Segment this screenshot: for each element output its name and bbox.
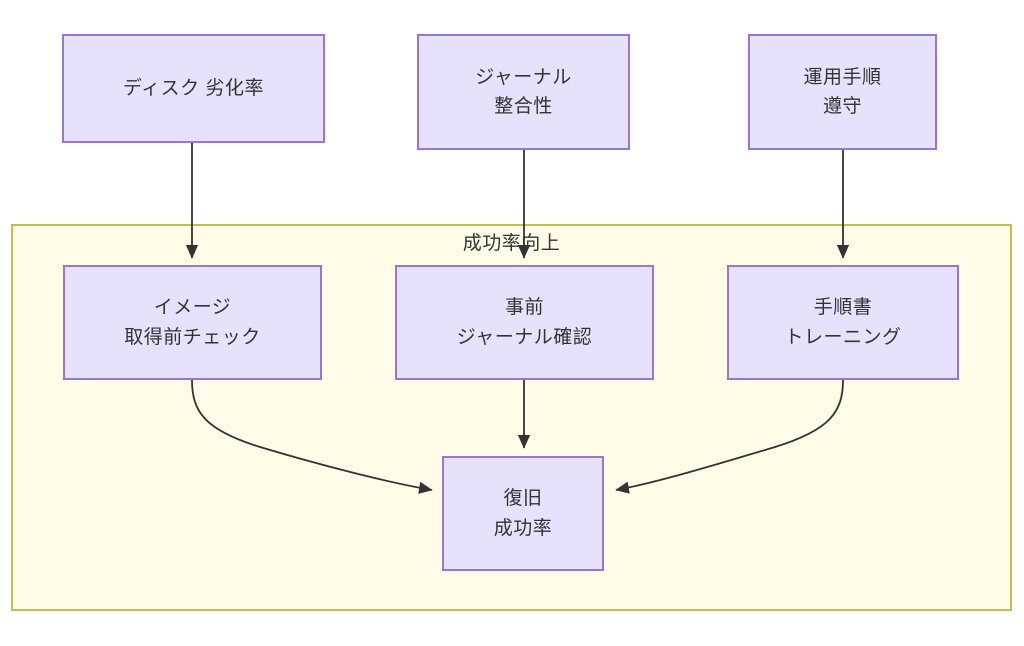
node-recovery-success-rate[interactable]: 復旧 成功率 — [442, 456, 604, 571]
node-label-line: ディスク 劣化率 — [123, 77, 264, 99]
node-label-line: 取得前チェック — [124, 326, 261, 348]
node-label-line: ジャーナル確認 — [456, 326, 593, 348]
node-procedure-manual-training[interactable]: 手順書 トレーニング — [727, 265, 959, 380]
node-pre-journal-verification[interactable]: 事前 ジャーナル確認 — [395, 265, 654, 380]
node-label-line: 復旧 — [503, 488, 543, 510]
node-operational-procedure-compliance[interactable]: 運用手順 遵守 — [748, 34, 937, 150]
node-image-precheck[interactable]: イメージ 取得前チェック — [63, 265, 322, 380]
node-label-line: 遵守 — [822, 96, 862, 117]
node-label-line: 手順書 — [813, 297, 873, 319]
node-journal-consistency[interactable]: ジャーナル 整合性 — [417, 34, 630, 150]
node-label-line: ジャーナル — [475, 66, 572, 88]
node-label-line: 事前 — [504, 297, 544, 319]
node-label-line: 整合性 — [494, 96, 553, 117]
node-label-line: 運用手順 — [803, 66, 882, 88]
node-disk-degradation-rate[interactable]: ディスク 劣化率 — [62, 34, 325, 143]
node-label-line: トレーニング — [784, 326, 902, 348]
node-label-line: イメージ — [153, 297, 232, 319]
node-label-line: 成功率 — [493, 517, 553, 539]
subgraph-label: 成功率向上 — [462, 233, 561, 254]
